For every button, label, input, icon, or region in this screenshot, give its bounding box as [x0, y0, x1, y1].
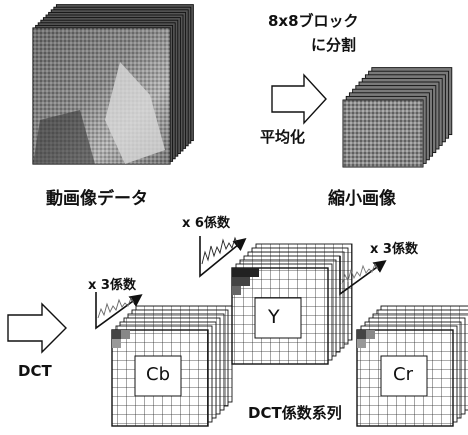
average-label: 平均化 — [260, 128, 306, 146]
dct-arrow — [7, 302, 67, 354]
cr-series-arrow — [339, 256, 387, 296]
cb-coef-label: x 3係数 — [88, 278, 136, 293]
cb-plane-label: Cb — [146, 364, 170, 385]
average-arrow — [271, 73, 327, 125]
y-plane-label: Y — [268, 306, 280, 328]
reduced-image-stack — [342, 67, 453, 168]
cb-series-arrow — [95, 292, 143, 330]
block-split-label-line2: に分割 — [311, 36, 357, 54]
block-split-label-line1: 8x8ブロック — [268, 12, 359, 30]
cr-block-stack — [356, 305, 468, 427]
cb-block-stack — [111, 305, 233, 427]
y-coef-label: x 6係数 — [182, 216, 230, 231]
dct-series-label: DCT係数系列 — [248, 404, 342, 422]
video-frame-stack — [32, 4, 194, 165]
dct-label: DCT — [18, 362, 52, 380]
cr-plane-label: Cr — [393, 364, 413, 385]
cr-coef-label: x 3係数 — [370, 242, 418, 257]
reduced-image-label: 縮小画像 — [328, 189, 396, 209]
y-series-arrow — [199, 236, 247, 278]
video-data-label: 動画像データ — [46, 189, 148, 209]
y-block-stack — [231, 243, 353, 365]
